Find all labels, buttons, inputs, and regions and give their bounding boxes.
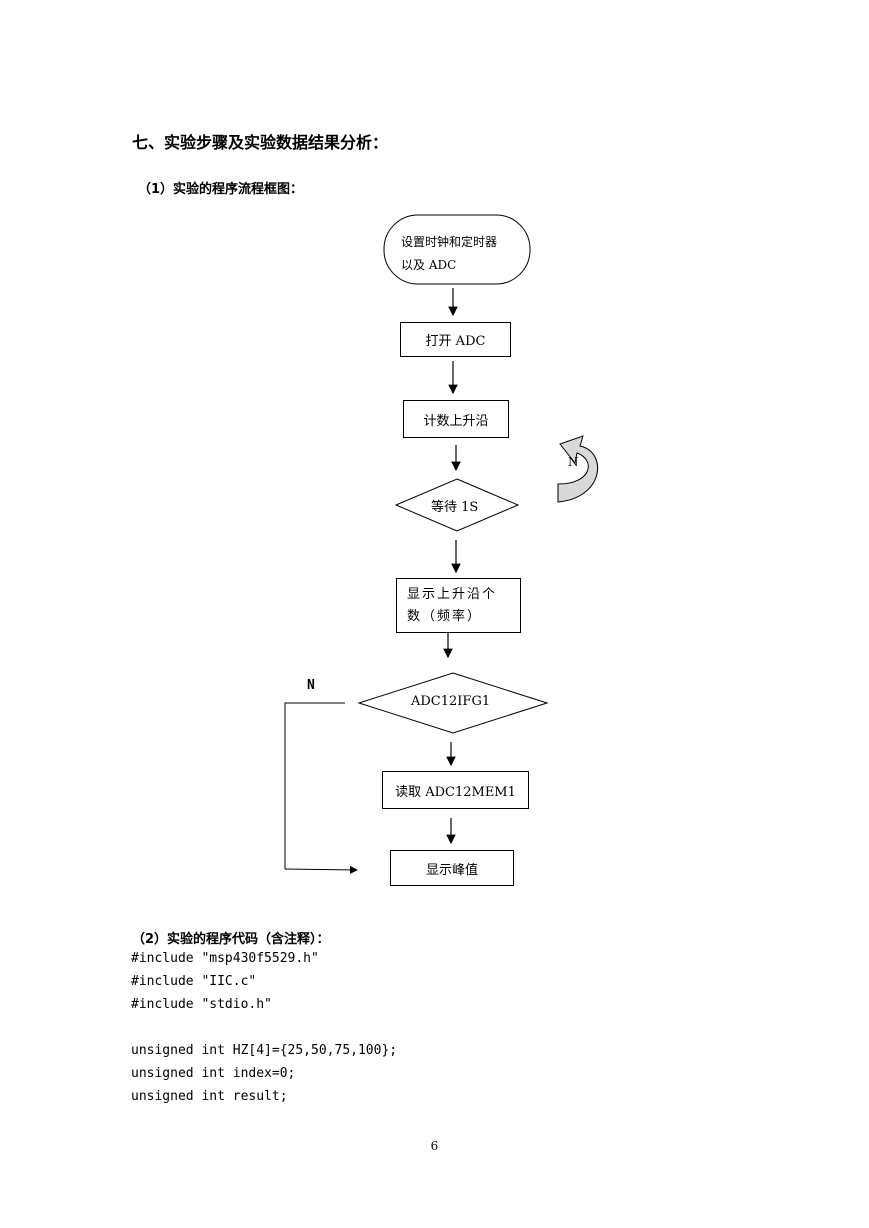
code-line-2: #include "IIC.c"	[131, 974, 257, 989]
section-title: 七、实验步骤及实验数据结果分析：	[132, 133, 389, 152]
code-line-7: unsigned int result;	[131, 1089, 288, 1104]
start-label-1: 设置时钟和定时器	[401, 235, 498, 249]
code-line-6: unsigned int index=0;	[131, 1066, 296, 1081]
display-label-2: 数（频率）	[407, 608, 483, 624]
count-edges-box: 计数上升沿	[403, 400, 509, 438]
show-peak-label: 显示峰值	[425, 862, 478, 878]
count-edges-label: 计数上升沿	[423, 413, 489, 429]
code-line-1: #include "msp430f5529.h"	[131, 951, 319, 966]
open-adc-label: 打开 ADC	[425, 334, 486, 349]
display-label-1: 显示上升沿个	[407, 586, 498, 602]
subsection-code-title: （2）实验的程序代码（含注释）：	[132, 932, 330, 947]
page-number: 6	[430, 1139, 439, 1153]
read-adc-box: 读取 ADC12MEM1	[382, 771, 529, 809]
no-branch-label: N	[307, 678, 315, 693]
wait-decision	[394, 478, 520, 532]
code-line-3: #include "stdio.h"	[131, 997, 272, 1012]
start-terminator	[383, 214, 531, 285]
wait-label: 等待 1S	[431, 500, 479, 515]
loop-label: N	[568, 455, 579, 469]
start-label-2: 以及 ADC	[401, 258, 457, 272]
no-branch-line	[284, 702, 345, 869]
code-line-5: unsigned int HZ[4]={25,50,75,100};	[131, 1043, 398, 1058]
read-adc-label: 读取 ADC12MEM1	[395, 784, 516, 800]
loop-arrow-icon	[557, 435, 598, 503]
display-frequency-box: 显示上升沿个 数（频率）	[396, 578, 521, 633]
adc-flag-decision	[357, 672, 549, 734]
no-branch-arrow	[284, 865, 358, 874]
open-adc-box: 打开 ADC	[400, 322, 511, 357]
decision-label: ADC12IFG1	[411, 694, 491, 709]
subsection-flowchart-title: （1）实验的程序流程框图：	[138, 182, 304, 197]
show-peak-box: 显示峰值	[390, 850, 514, 886]
